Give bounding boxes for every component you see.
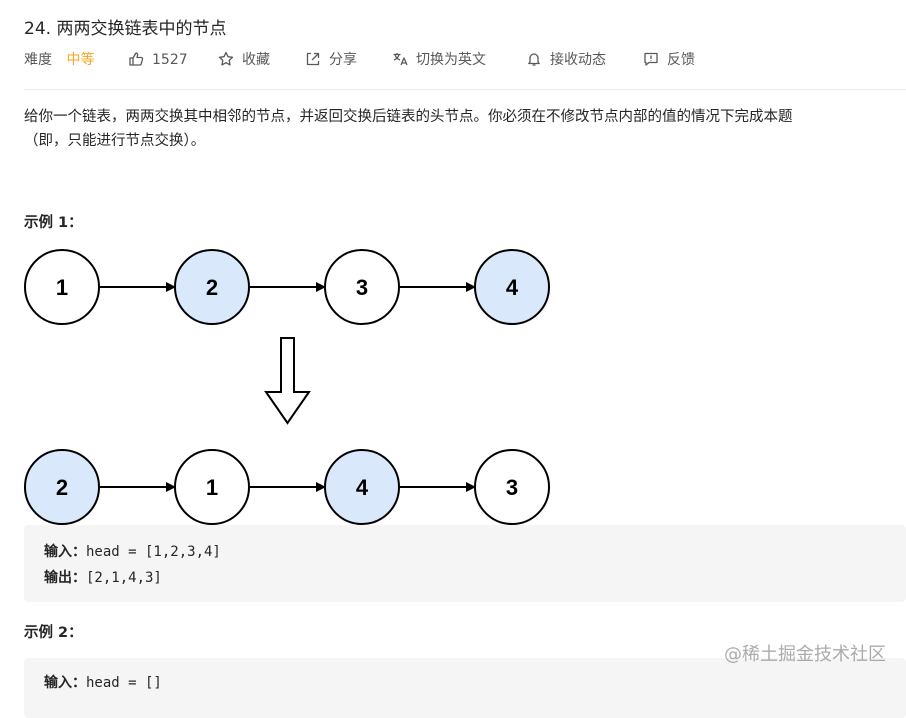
node-circle	[324, 449, 400, 525]
node-value: 4	[356, 475, 369, 500]
node-circle	[174, 449, 250, 525]
share-icon	[306, 52, 320, 66]
subscribe-button[interactable]: 接收动态	[526, 49, 606, 71]
list-node: 4	[324, 449, 400, 525]
down-arrow	[264, 337, 311, 425]
translate-icon	[393, 53, 408, 66]
list-before: 1 2 3 4	[24, 249, 550, 325]
favorite-label: 收藏	[242, 52, 270, 68]
node-value: 2	[56, 475, 68, 500]
example-1-output: 输出：[2,1,4,3]	[44, 567, 162, 587]
input-value: head = []	[86, 675, 162, 691]
output-value: [2,1,4,3]	[86, 570, 162, 586]
example-2-io: 输入：head = []	[24, 658, 906, 718]
node-circle	[474, 249, 550, 325]
example-2-title: 示例 2：	[24, 625, 83, 641]
node-circle	[324, 249, 400, 325]
star-icon	[218, 51, 234, 66]
linked-list-diagram: 1 2 3 4 2 1 4 3	[24, 249, 550, 525]
favorite-button[interactable]: 收藏	[218, 49, 270, 71]
feedback-icon	[644, 52, 658, 66]
difficulty-value: 中等	[66, 52, 95, 68]
node-circle	[174, 249, 250, 325]
input-value: head = [1,2,3,4]	[86, 544, 221, 560]
node-value: 4	[506, 275, 519, 300]
node-value: 2	[206, 275, 218, 300]
list-node: 2	[174, 249, 250, 325]
share-button[interactable]: 分享	[305, 49, 357, 71]
list-node: 3	[474, 449, 550, 525]
input-label: 输入：	[44, 544, 86, 560]
node-circle	[24, 249, 100, 325]
node-value: 1	[56, 275, 68, 300]
watermark: @稀土掘金技术社区	[724, 644, 886, 665]
example-1-io: 输入：head = [1,2,3,4] 输出：[2,1,4,3]	[24, 525, 906, 602]
feedback-label: 反馈	[667, 52, 695, 68]
list-node: 2	[24, 449, 100, 525]
input-label: 输入：	[44, 675, 86, 691]
list-node: 4	[474, 249, 550, 325]
node-value: 3	[356, 275, 368, 300]
example-1-input: 输入：head = [1,2,3,4]	[44, 541, 221, 561]
like-count: 1527	[152, 52, 188, 68]
switch-language-button[interactable]: 切换为英文	[392, 49, 486, 71]
description-line: 给你一个链表，两两交换其中相邻的节点，并返回交换后链表的头节点。你必须在不修改节…	[24, 109, 793, 125]
example-2-input: 输入：head = []	[44, 672, 162, 692]
list-node: 1	[174, 449, 250, 525]
node-circle	[474, 449, 550, 525]
list-after: 2 1 4 3	[24, 449, 550, 525]
difficulty-label: 难度	[24, 52, 52, 68]
feedback-button[interactable]: 反馈	[643, 49, 695, 71]
node-circle	[24, 449, 100, 525]
list-node: 3	[324, 249, 400, 325]
description-line: （即，只能进行节点交换）。	[24, 133, 206, 149]
problem-title: 24. 两两交换链表中的节点	[24, 19, 227, 39]
switch-language-label: 切换为英文	[416, 52, 486, 68]
share-label: 分享	[329, 52, 357, 68]
output-label: 输出：	[44, 570, 86, 586]
thumbs-up-icon	[129, 52, 144, 66]
example-1-title: 示例 1：	[24, 215, 83, 231]
bell-icon	[528, 53, 540, 66]
like-button[interactable]: 1527	[128, 49, 188, 71]
node-value: 1	[206, 475, 218, 500]
list-node: 1	[24, 249, 100, 325]
node-value: 3	[506, 475, 518, 500]
problem-description: 给你一个链表，两两交换其中相邻的节点，并返回交换后链表的头节点。你必须在不修改节…	[24, 105, 894, 153]
divider	[24, 89, 906, 90]
difficulty: 难度 中等	[24, 49, 94, 71]
subscribe-label: 接收动态	[550, 52, 606, 68]
